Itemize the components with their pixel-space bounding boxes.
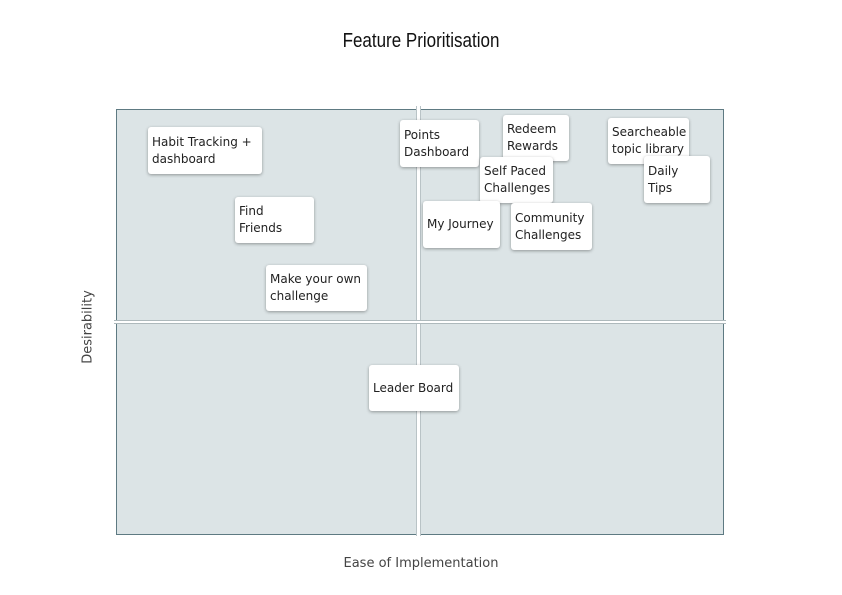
card-habit-tracking[interactable]: Habit Tracking + dashboard xyxy=(148,127,262,174)
page-title: Feature Prioritisation xyxy=(342,30,500,52)
x-axis-label: Ease of Implementation xyxy=(343,556,499,571)
card-find-friends[interactable]: Find Friends xyxy=(235,197,314,243)
card-points-dashboard[interactable]: Points Dashboard xyxy=(400,120,479,167)
y-axis-label: Desirability xyxy=(80,290,96,364)
card-redeem-rewards[interactable]: Redeem Rewards xyxy=(503,115,569,161)
horizontal-axis-divider xyxy=(114,320,726,324)
card-my-journey[interactable]: My Journey xyxy=(423,201,500,248)
card-searcheable-topic-library[interactable]: Searcheable topic library xyxy=(608,118,689,164)
card-daily-tips[interactable]: Daily Tips xyxy=(644,156,710,203)
card-make-your-own-challenge[interactable]: Make your own challenge xyxy=(266,265,367,311)
card-self-paced-challenges[interactable]: Self Paced Challenges xyxy=(480,157,553,203)
card-leader-board[interactable]: Leader Board xyxy=(369,365,459,411)
card-community-challenges[interactable]: Community Challenges xyxy=(511,203,592,250)
